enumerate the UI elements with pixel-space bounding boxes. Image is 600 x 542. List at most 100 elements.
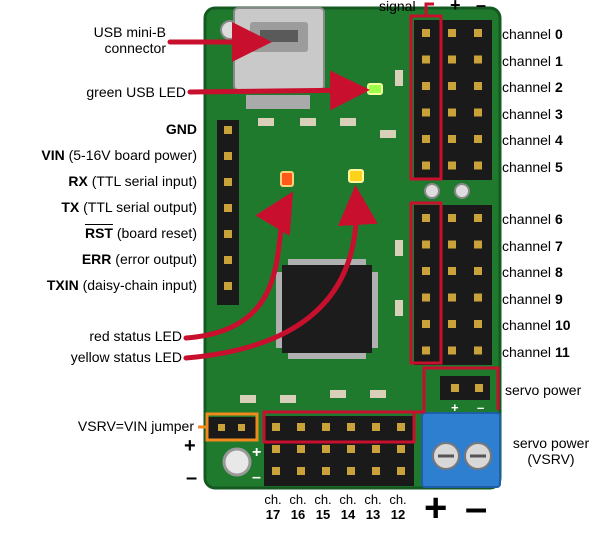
channel-label-4: channel 4	[502, 132, 563, 148]
channel-prefix: ch.	[264, 492, 282, 507]
terminal-plus-label: +	[424, 486, 448, 530]
mounting-hole	[454, 183, 470, 199]
servo-pin	[448, 214, 456, 222]
servo-pin	[448, 55, 456, 64]
channel-number: 15	[315, 507, 331, 522]
channel-number: 14	[340, 507, 356, 522]
vsrv-jumper-label: VSRV=VIN jumper	[77, 418, 194, 434]
yellow-led-arrow	[183, 185, 378, 361]
channel-label-1: channel 1	[502, 53, 563, 69]
channel-number: 6	[554, 211, 563, 227]
red-led-label: red status LED	[89, 328, 182, 344]
servo-header-bottom	[414, 205, 492, 365]
servo-pin	[448, 82, 456, 90]
channel-prefix: channel	[502, 52, 555, 69]
channel-prefix: channel	[502, 158, 555, 175]
servo-pin	[474, 135, 482, 143]
rst-desc: (board reset)	[116, 225, 197, 241]
bottom-header-pin	[347, 423, 355, 431]
channel-label-8: channel 8	[502, 264, 563, 280]
servo-pin	[448, 135, 456, 143]
servo-pin	[448, 346, 456, 355]
channel-label-11: channel 11	[502, 344, 570, 360]
servo-power-vsrv-line1: servo power	[512, 435, 590, 451]
channel-number: 11	[554, 343, 570, 360]
left-header-pin	[224, 230, 232, 238]
servo-header-top	[414, 20, 492, 180]
bottom-header-pin	[272, 423, 280, 431]
servo-pin	[474, 240, 482, 249]
jumper-minus-label: –	[186, 467, 198, 489]
servo-power-label: servo power	[505, 382, 582, 398]
usb-connector-line2: connector	[104, 40, 166, 56]
red-led-arrow	[183, 191, 294, 341]
vsrv-jumper-header	[208, 417, 256, 439]
txin-label: TXIN (daisy-chain input)	[0, 277, 197, 293]
bottom-channel-label-12: ch.12	[387, 492, 409, 522]
servo-pin	[422, 135, 430, 143]
left-pin-header	[217, 120, 239, 305]
servo-pin	[448, 161, 456, 170]
servo-pin	[474, 214, 482, 222]
channel-number: 7	[554, 237, 563, 254]
green-usb-led	[367, 83, 383, 95]
servo-power-pin	[451, 384, 459, 392]
top-minus-label: –	[476, 0, 487, 15]
hole-minus-label: –	[252, 469, 261, 486]
err-desc: (error output)	[115, 251, 197, 267]
rst-name: RST	[84, 225, 113, 241]
servo-pin	[474, 267, 482, 275]
err-label: ERR (error output)	[0, 251, 197, 267]
channel-prefix: ch.	[389, 492, 407, 507]
txin-desc: (daisy-chain input)	[82, 277, 197, 293]
channel-number: 8	[554, 264, 563, 280]
bottom-header-pin	[372, 445, 380, 453]
servo-pin	[474, 293, 482, 302]
bottom-header-pin	[297, 467, 305, 475]
mounting-hole	[424, 183, 440, 199]
bottom-channel-label-16: ch.16	[287, 492, 309, 522]
left-header-pin	[224, 256, 232, 264]
servo-pin	[474, 346, 482, 355]
bottom-header-pin	[322, 445, 330, 453]
tx-name: TX	[61, 199, 80, 215]
channel-label-2: channel 2	[502, 79, 563, 95]
servo-pin	[474, 82, 482, 90]
bottom-header-pin	[322, 423, 330, 431]
channel-label-9: channel 9	[502, 291, 563, 307]
bottom-signal-highlight	[262, 410, 416, 444]
gnd-label: GND	[0, 121, 197, 137]
bottom-header-pin	[347, 467, 355, 475]
bottom-channel-label-17: ch.17	[262, 492, 284, 522]
left-header-pin	[224, 178, 232, 186]
servo-pin	[422, 240, 430, 249]
servo-power-plus: +	[451, 400, 459, 415]
channel-number: 1	[554, 52, 563, 69]
servo-pin	[422, 293, 430, 302]
servo-pin	[422, 267, 430, 275]
terminal-block	[421, 412, 501, 488]
channel-label-0: channel 0	[502, 26, 563, 42]
bottom-header-pin	[372, 423, 380, 431]
channel-number: 0	[554, 26, 563, 42]
channel-label-6: channel 6	[502, 211, 563, 227]
channel-number: 17	[265, 507, 281, 522]
servo-pin	[474, 161, 482, 170]
bottom-header-pin	[397, 467, 405, 475]
servo-pin	[448, 29, 456, 37]
bottom-header-pin	[297, 445, 305, 453]
channel-number: 3	[554, 105, 563, 122]
bottom-header-pin	[347, 445, 355, 453]
channel-number: 9	[554, 290, 563, 307]
tx-desc: (TTL serial output)	[83, 199, 197, 215]
channel-prefix: ch.	[339, 492, 357, 507]
channel-prefix: ch.	[364, 492, 382, 507]
bottom-pins	[272, 423, 405, 475]
channel-number: 2	[554, 79, 563, 95]
channel-number: 4	[554, 132, 563, 148]
servo-power-vsrv-label: servo power (VSRV)	[505, 435, 597, 467]
hole-plus-label: +	[252, 444, 262, 461]
red-status-led	[280, 171, 294, 187]
bottom-channel-label-13: ch.13	[362, 492, 384, 522]
